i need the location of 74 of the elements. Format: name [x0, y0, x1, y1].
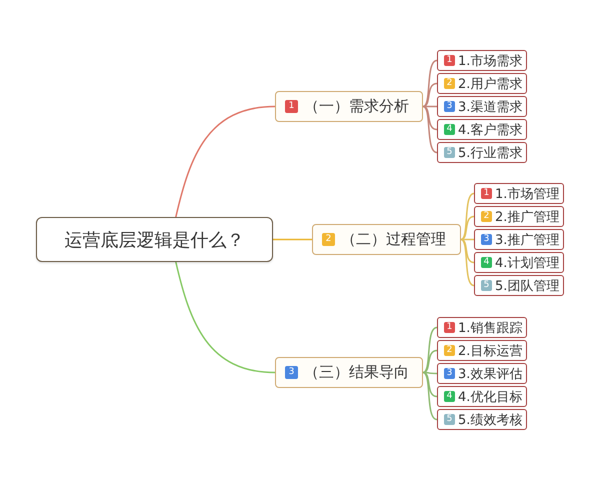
leaf-node — [437, 340, 527, 361]
connector-line — [461, 238, 474, 240]
leaf-label: 5.行业需求 — [458, 144, 522, 162]
leaf-node — [437, 409, 527, 430]
priority-marker: 3 — [481, 234, 492, 245]
branch-node — [275, 357, 423, 388]
priority-marker: 5 — [444, 147, 455, 158]
leaf-node — [474, 275, 564, 296]
leaf-label: 2.推广管理 — [495, 208, 560, 226]
priority-marker: 2 — [322, 233, 335, 246]
priority-marker: 5 — [444, 414, 455, 425]
priority-marker: 1 — [285, 100, 298, 113]
priority-marker: 3 — [444, 101, 455, 112]
leaf-node — [437, 73, 527, 94]
connector-line — [423, 106, 437, 108]
connector-line — [422, 82, 438, 108]
connector-line — [460, 238, 474, 264]
leaf-node — [437, 50, 527, 71]
leaf-label: 4.计划管理 — [495, 254, 560, 272]
priority-marker: 4 — [481, 257, 492, 268]
branch-label: （一）需求分析 — [304, 97, 409, 116]
leaf-node — [474, 206, 564, 227]
leaf-label: 4.客户需求 — [458, 122, 522, 138]
connector-line — [175, 262, 276, 374]
leaf-label: 3.渠道需求 — [458, 98, 522, 116]
connector-line — [422, 106, 438, 130]
leaf-node — [474, 252, 564, 273]
connector-line — [460, 238, 474, 286]
priority-marker: 2 — [444, 78, 455, 89]
leaf-label: 2.用户需求 — [458, 76, 522, 92]
connector-line — [460, 192, 474, 240]
branch-label: （三）结果导向 — [304, 363, 409, 382]
root-title: 运营底层逻辑是什么？ — [64, 228, 244, 252]
priority-marker: 4 — [444, 391, 455, 402]
leaf-label: 2.目标运营 — [458, 342, 522, 360]
leaf-label: 5.绩效考核 — [458, 412, 522, 428]
priority-marker: 4 — [444, 124, 455, 135]
priority-marker: 1 — [481, 188, 492, 199]
connector-line — [273, 238, 312, 240]
connector-line — [422, 106, 438, 154]
root-node — [36, 217, 273, 262]
priority-marker: 2 — [444, 345, 455, 356]
connector-line — [422, 326, 438, 374]
connector-line — [422, 60, 438, 108]
leaf-node — [437, 317, 527, 338]
leaf-label: 1.销售跟踪 — [458, 320, 522, 336]
leaf-node — [437, 142, 527, 163]
leaf-label: 1.市场管理 — [495, 186, 560, 202]
branch-node — [275, 91, 423, 122]
leaf-label: 4.优化目标 — [458, 388, 522, 406]
connector-line — [422, 372, 438, 398]
leaf-label: 3.效果评估 — [458, 366, 522, 382]
branch-label: （二）过程管理 — [341, 230, 446, 249]
leaf-label: 5.团队管理 — [495, 278, 560, 294]
leaf-node — [474, 183, 564, 204]
connector-line — [175, 106, 276, 218]
connector-line — [423, 372, 437, 374]
priority-marker: 3 — [285, 366, 298, 379]
leaf-node — [437, 96, 527, 117]
leaf-node — [437, 386, 527, 407]
connector-line — [422, 350, 438, 374]
priority-marker: 5 — [481, 280, 492, 291]
leaf-node — [437, 363, 527, 384]
priority-marker: 2 — [481, 211, 492, 222]
connector-line — [422, 372, 438, 420]
leaf-node — [437, 119, 527, 140]
priority-marker: 3 — [444, 368, 455, 379]
leaf-label: 3.推广管理 — [495, 232, 560, 248]
leaf-label: 1.市场需求 — [458, 52, 522, 70]
connector-line — [460, 216, 474, 240]
leaf-node — [474, 229, 564, 250]
priority-marker: 1 — [444, 55, 455, 66]
priority-marker: 1 — [444, 322, 455, 333]
branch-node — [312, 224, 461, 255]
